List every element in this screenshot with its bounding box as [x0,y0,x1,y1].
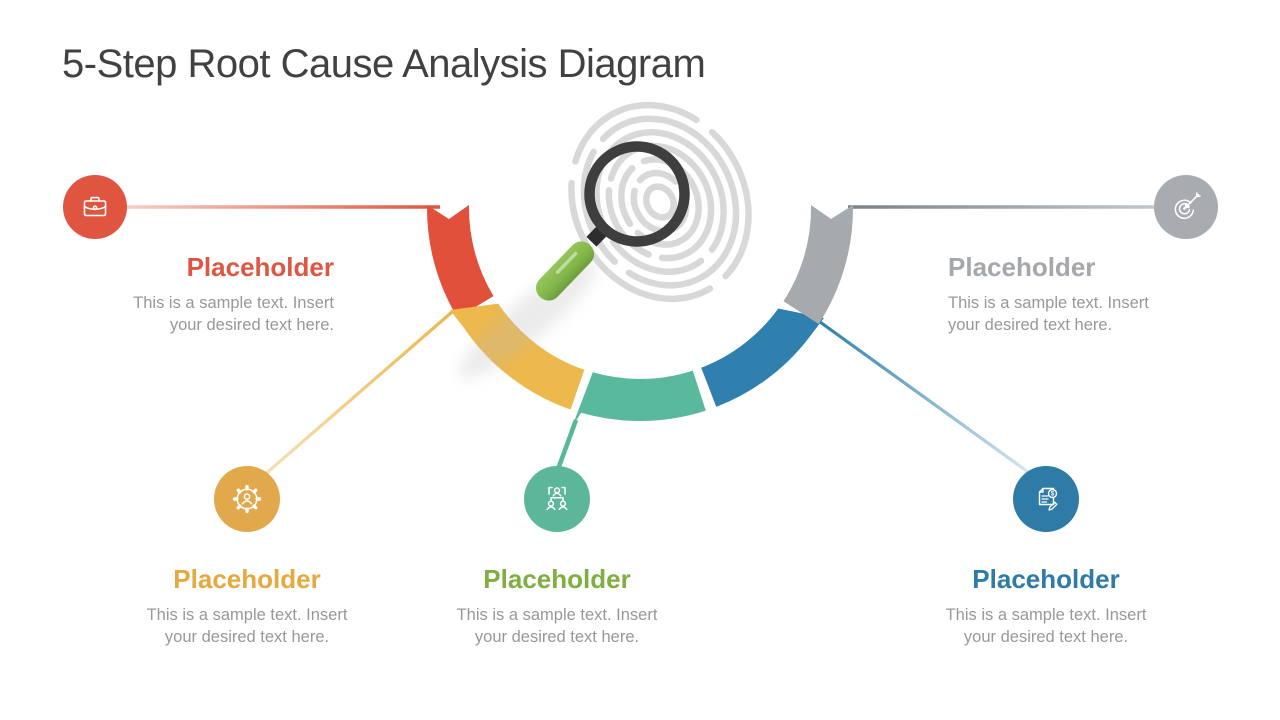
magnifying-glass-icon [535,141,690,301]
step5-text-block: Placeholder This is a sample text. Inser… [948,252,1170,336]
step3-circle [524,466,590,532]
document-dollar-pencil-icon: $ [1038,487,1058,511]
step5-title: Placeholder [948,252,1096,282]
page-title: 5-Step Root Cause Analysis Diagram [62,42,706,86]
step4-body: This is a sample text. Insert your desir… [945,606,1147,646]
step1-body: This is a sample text. Insert your desir… [133,294,334,334]
step1-title: Placeholder [186,252,334,282]
briefcase-icon [83,196,107,217]
step3-title: Placeholder [483,564,631,594]
step3-text-block: Placeholder This is a sample text. Inser… [446,564,668,648]
arc-segment-step1 [426,205,494,318]
arc-segment-step5 [783,205,854,324]
gear-user-icon [232,484,262,514]
arc-segment-step4 [701,308,824,407]
step5-circle [1154,175,1218,239]
step3-body: This is a sample text. Insert your desir… [456,606,658,646]
step2-title: Placeholder [173,564,321,594]
arc-segment-step2 [450,303,585,410]
target-arrow-icon [1174,192,1201,219]
step2-body: This is a sample text. Insert your desir… [146,606,348,646]
connector-line-step2 [260,310,454,479]
step4-text-block: Placeholder This is a sample text. Inser… [935,564,1157,648]
step5-body: This is a sample text. Insert your desir… [948,294,1149,334]
arc-segment-step3 [572,370,706,427]
step1-circle [63,175,127,239]
step2-circle [214,466,280,532]
connector-line-step4 [819,320,1036,479]
step1-text-block: Placeholder This is a sample text. Inser… [112,252,334,336]
magnifier-ring [584,141,690,247]
step4-title: Placeholder [972,564,1120,594]
connector-line-step3 [554,419,579,473]
step4-circle: $ [1013,466,1079,532]
step2-text-block: Placeholder This is a sample text. Inser… [136,564,358,648]
org-chart-icon [546,486,568,511]
magnifier-handle [535,241,595,301]
dollar-glyph: $ [1051,492,1055,498]
